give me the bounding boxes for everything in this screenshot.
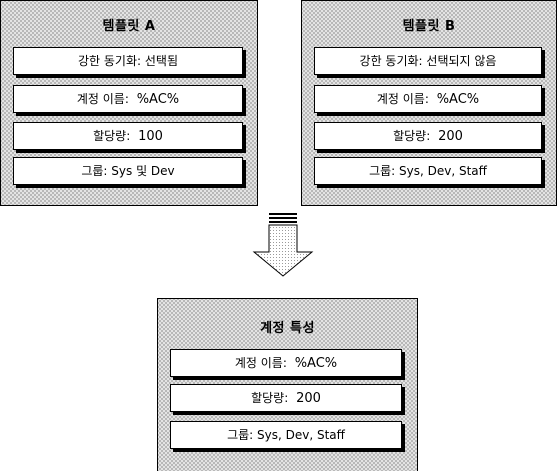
groups-text: 그룹: Sys, Dev, Staff [369,164,487,178]
account-name-value: %AC% [294,356,338,371]
account-name-value: %AC% [436,92,480,107]
account-name-value: %AC% [136,92,180,107]
account-properties-groups-field: 그룹: Sys, Dev, Staff [170,421,402,449]
template-a-strong-sync-field: 강한 동기화: 선택됨 [13,47,243,75]
quota-label: 할당량: [93,129,131,143]
quota-value: 200 [296,391,321,406]
groups-text: 그룹: Sys 및 Dev [81,164,175,178]
template-a-title: 템플릿 A [102,19,156,34]
quota-value: 100 [138,129,163,144]
template-a-groups-field: 그룹: Sys 및 Dev [13,157,243,185]
account-properties-quota-field: 할당량: 200 [170,384,402,412]
template-b-quota-field: 할당량: 200 [314,122,542,150]
template-a-panel: 템플릿 A 강한 동기화: 선택됨 계정 이름: %AC% 할당량: 100 그… [0,0,258,206]
groups-text: 그룹: Sys, Dev, Staff [227,428,345,442]
template-b-account-name-field: 계정 이름: %AC% [314,85,542,113]
strong-sync-text: 강한 동기화: 선택되지 않음 [359,54,497,68]
account-name-label: 계정 이름: [234,356,287,370]
account-properties-account-name-field: 계정 이름: %AC% [170,349,402,377]
merge-down-arrow-icon [252,213,314,277]
quota-label: 할당량: [251,391,289,405]
quota-value: 200 [438,129,463,144]
account-properties-panel: 계정 특성 계정 이름: %AC% 할당량: 200 그룹: Sys, Dev,… [157,298,418,471]
template-b-groups-field: 그룹: Sys, Dev, Staff [314,157,542,185]
account-name-label: 계정 이름: [76,92,129,106]
account-properties-title: 계정 특성 [260,321,315,336]
template-b-panel: 템플릿 B 강한 동기화: 선택되지 않음 계정 이름: %AC% 할당량: 2… [301,0,557,206]
template-b-strong-sync-field: 강한 동기화: 선택되지 않음 [314,47,542,75]
strong-sync-text: 강한 동기화: 선택됨 [78,54,178,68]
template-a-account-name-field: 계정 이름: %AC% [13,85,243,113]
quota-label: 할당량: [393,129,431,143]
template-a-quota-field: 할당량: 100 [13,122,243,150]
account-name-label: 계정 이름: [376,92,429,106]
template-b-title: 템플릿 B [402,19,456,34]
